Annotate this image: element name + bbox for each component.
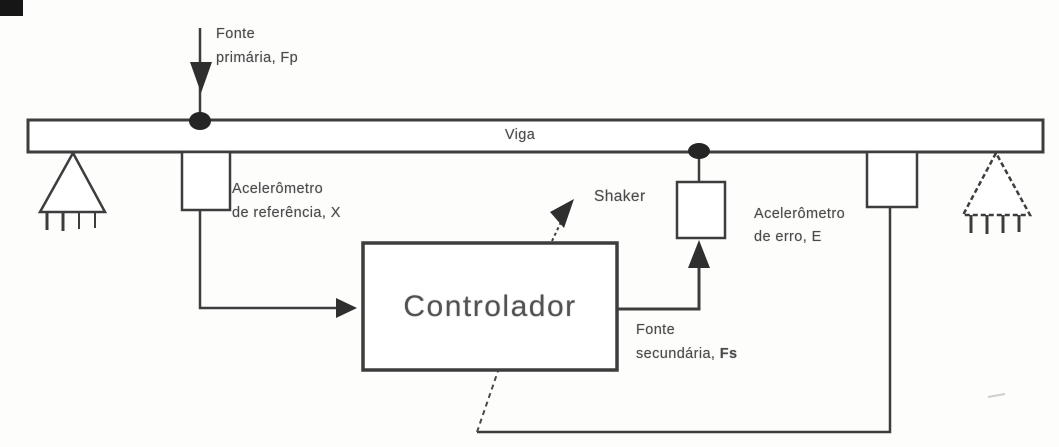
primary-force-node-dot — [189, 112, 211, 130]
right-support-triangle — [960, 150, 1033, 217]
primary-force-arrowhead-icon — [190, 62, 212, 93]
primary-force-label-line1: Fonte — [216, 26, 256, 42]
error-accelerometer-label-line2: de erro, E — [754, 229, 822, 245]
reference-signal-arrowhead-icon — [336, 298, 357, 318]
secondary-force-label-line2-prefix: secundária, — [636, 346, 720, 362]
error-feedback-wire — [477, 207, 892, 434]
shaker-box — [675, 180, 727, 240]
secondary-force-label-line2: secundária, Fs — [636, 342, 738, 366]
left-support-hatching — [45, 212, 96, 231]
scan-smudge — [987, 393, 1006, 398]
error-accelerometer-label: Acelerômetro de erro, E — [754, 203, 845, 249]
controller-output-arrowhead-icon — [550, 199, 574, 228]
primary-force-label-line2: primária, Fp — [216, 50, 299, 66]
controller-box — [361, 241, 619, 372]
secondary-force-label: Fonte secundária, Fs — [636, 318, 738, 366]
secondary-force-arrowhead-icon — [688, 240, 710, 268]
primary-force-label: Fonte primária, Fp — [216, 22, 298, 70]
reference-accelerometer-label-line1: Acelerômetro — [232, 181, 324, 197]
reference-signal-wire — [198, 210, 340, 310]
right-support-hatching — [969, 215, 1021, 234]
error-accelerometer-label-line1: Acelerômetro — [754, 206, 846, 222]
secondary-force-symbol: Fs — [719, 346, 738, 362]
reference-accelerometer-box — [180, 150, 232, 212]
controller-label: Controlador — [403, 289, 577, 323]
controller-output-annotation-line — [551, 221, 562, 242]
reference-accelerometer-label: Acelerômetro de referência, X — [232, 177, 341, 225]
shaker-label: Shaker — [594, 188, 646, 205]
beam-label: Viga — [504, 127, 536, 143]
reference-accelerometer-label-line2: de referência, X — [232, 205, 341, 221]
error-accelerometer-box — [865, 150, 919, 209]
shaker-node-dot — [688, 143, 710, 159]
scan-artifact-mark — [0, 0, 23, 16]
error-feedback-dashed-link — [476, 370, 499, 433]
secondary-force-wire — [617, 264, 701, 311]
secondary-force-label-line1: Fonte — [636, 322, 676, 338]
left-support-triangle — [37, 150, 108, 214]
